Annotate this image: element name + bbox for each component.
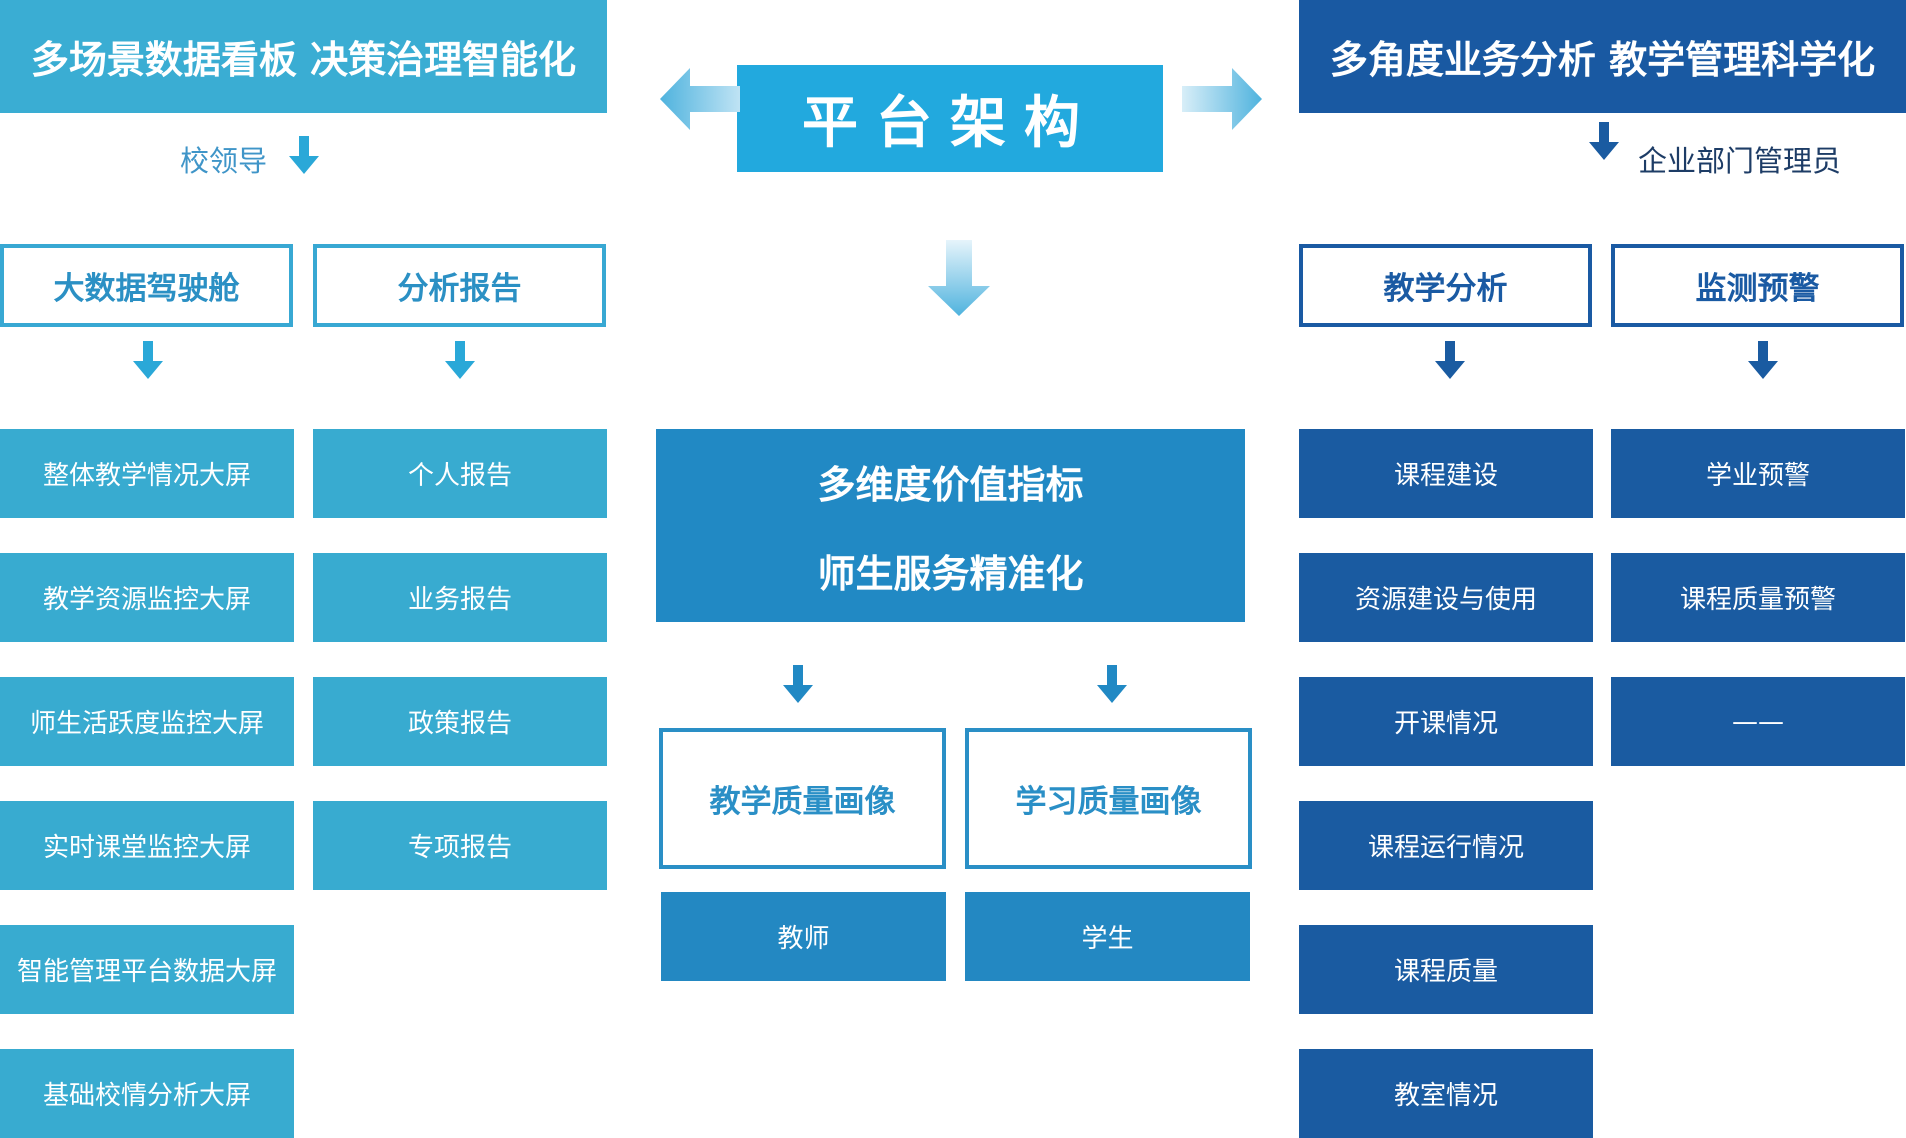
cockpit-arrow-icon	[133, 341, 163, 379]
list-item: 课程质量	[1299, 925, 1593, 1014]
list-item: 开课情况	[1299, 677, 1593, 766]
list-item: 教室情况	[1299, 1049, 1593, 1138]
list-item: 实时课堂监控大屏	[0, 801, 294, 890]
list-item: 智能管理平台数据大屏	[0, 925, 294, 1014]
list-item: 课程运行情况	[1299, 801, 1593, 890]
left-header: 多场景数据看板 决策治理智能化	[0, 0, 607, 113]
list-item: ——	[1611, 677, 1905, 766]
right-role-arrow-icon	[1589, 122, 1619, 160]
left-arrow-icon	[660, 68, 740, 130]
learning-quality-portrait: 学习质量画像	[965, 728, 1252, 869]
core-value-box: 多维度价值指标 师生服务精准化	[656, 429, 1245, 622]
list-item: 资源建设与使用	[1299, 553, 1593, 642]
right-arrow-icon	[1182, 68, 1262, 130]
list-item: 整体教学情况大屏	[0, 429, 294, 518]
teaching-arrow-icon	[1435, 341, 1465, 379]
list-item: 课程建设	[1299, 429, 1593, 518]
core-line-2: 师生服务精准化	[817, 551, 1084, 596]
list-item: 业务报告	[313, 553, 607, 642]
platform-title: 平台架构	[737, 65, 1163, 172]
list-item: 专项报告	[313, 801, 607, 890]
category-monitoring-warning: 监测预警	[1611, 244, 1904, 327]
center-down-arrow-icon	[928, 240, 990, 316]
warning-arrow-icon	[1748, 341, 1778, 379]
student-box: 学生	[965, 892, 1250, 981]
right-header: 多角度业务分析 教学管理科学化	[1299, 0, 1906, 113]
teacher-box: 教师	[661, 892, 946, 981]
list-item: 学业预警	[1611, 429, 1905, 518]
category-report: 分析报告	[313, 244, 606, 327]
list-item: 政策报告	[313, 677, 607, 766]
list-item: 课程质量预警	[1611, 553, 1905, 642]
category-teaching-analysis: 教学分析	[1299, 244, 1592, 327]
left-role-label: 校领导	[180, 144, 268, 178]
list-item: 师生活跃度监控大屏	[0, 677, 294, 766]
list-item: 个人报告	[313, 429, 607, 518]
category-cockpit: 大数据驾驶舱	[0, 244, 293, 327]
list-item: 教学资源监控大屏	[0, 553, 294, 642]
list-item: 基础校情分析大屏	[0, 1049, 294, 1138]
right-role-label: 企业部门管理员	[1638, 144, 1842, 178]
core-line-1: 多维度价值指标	[817, 462, 1084, 507]
teaching-portrait-arrow-icon	[783, 665, 813, 703]
left-role-arrow-icon	[289, 136, 319, 174]
teaching-quality-portrait: 教学质量画像	[659, 728, 946, 869]
learning-portrait-arrow-icon	[1097, 665, 1127, 703]
report-arrow-icon	[445, 341, 475, 379]
